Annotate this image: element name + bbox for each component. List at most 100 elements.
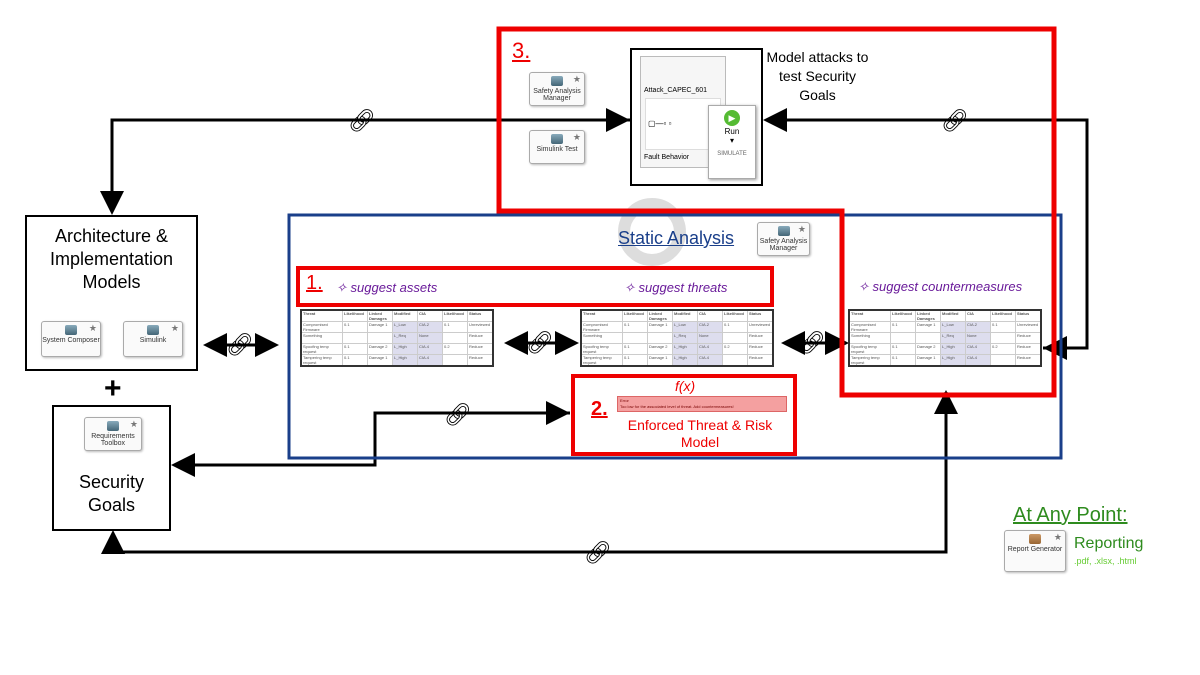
table-cell[interactable]: Tampering temp request xyxy=(848,354,891,367)
simulink-tool[interactable]: Simulink★ xyxy=(123,321,183,357)
table-cell[interactable]: None xyxy=(697,332,723,344)
table-cell[interactable]: CIA.4 xyxy=(965,343,991,355)
table-cell[interactable]: Damage 1 xyxy=(647,321,673,333)
table-cell[interactable]: 0.1 xyxy=(342,354,368,367)
table-cell[interactable] xyxy=(915,332,941,344)
table-cell[interactable]: None xyxy=(965,332,991,344)
table-cell[interactable]: CIA.4 xyxy=(697,354,723,367)
table-cell[interactable]: CIA.4 xyxy=(417,343,443,355)
table-cell[interactable] xyxy=(990,354,1016,367)
table-cell[interactable]: Something xyxy=(848,332,891,344)
run-button[interactable]: Run xyxy=(724,127,740,136)
table-cell[interactable]: Unreviewed xyxy=(467,321,494,333)
table-cell[interactable]: 0.1 xyxy=(622,321,648,333)
suggest-countermeasures[interactable]: ✧ suggest countermeasures xyxy=(858,279,1023,294)
requirements-toolbox-tool[interactable]: Requirements Toolbox★ xyxy=(84,417,142,451)
table-cell[interactable]: Unreviewed xyxy=(747,321,774,333)
table-cell[interactable]: 0.1 xyxy=(442,321,468,333)
table-cell[interactable]: Something xyxy=(580,332,623,344)
system-composer-tool[interactable]: System Composer★ xyxy=(41,321,101,357)
run-icon[interactable]: ▶ xyxy=(724,110,740,126)
table-cell[interactable]: 0.2 xyxy=(990,343,1016,355)
table-cell[interactable]: Damage 1 xyxy=(647,354,673,367)
table-cell[interactable]: Damage 1 xyxy=(367,321,393,333)
table-cell[interactable]: Damage 1 xyxy=(367,354,393,367)
table-cell[interactable] xyxy=(622,332,648,344)
table-cell[interactable]: Spoofing temp request xyxy=(300,343,343,355)
table-cell[interactable]: L_Low xyxy=(940,321,966,333)
table-cell[interactable]: CIA.4 xyxy=(417,354,443,367)
table-cell[interactable]: L_High xyxy=(672,354,698,367)
table-cell[interactable]: L_High xyxy=(392,343,418,355)
table-cell[interactable]: L_Req xyxy=(672,332,698,344)
table-cell[interactable] xyxy=(342,332,368,344)
table-cell[interactable]: Reduce xyxy=(1015,354,1042,367)
table-cell[interactable] xyxy=(442,332,468,344)
table-cell[interactable]: Reduce xyxy=(1015,343,1042,355)
table-cell[interactable]: Damage 1 xyxy=(915,354,941,367)
table-cell[interactable]: 0.1 xyxy=(622,343,648,355)
table-cell[interactable]: L_High xyxy=(672,343,698,355)
table-cell[interactable]: L_Req xyxy=(940,332,966,344)
table-cell[interactable]: L_High xyxy=(940,354,966,367)
table-cell[interactable]: 0.1 xyxy=(342,321,368,333)
table-cell[interactable]: Reduce xyxy=(467,332,494,344)
table-cell[interactable]: Damage 2 xyxy=(647,343,673,355)
table-cell[interactable]: 0.1 xyxy=(722,321,748,333)
table-cell[interactable]: 0.2 xyxy=(442,343,468,355)
table-cell[interactable]: Compromised Firmware xyxy=(848,321,891,333)
safety-analysis-manager-tool[interactable]: Safety Analysis Manager★ xyxy=(529,72,585,106)
table-cell[interactable]: Tampering temp request xyxy=(580,354,623,367)
suggest-threats[interactable]: ✧ suggest threats xyxy=(624,280,728,295)
table-cell[interactable] xyxy=(722,354,748,367)
table-cell[interactable]: Spoofing temp request xyxy=(848,343,891,355)
suggest-assets[interactable]: ✧ suggest assets xyxy=(336,280,438,295)
table-cell[interactable]: Reduce xyxy=(747,332,774,344)
table-cell[interactable]: CIA.2 xyxy=(965,321,991,333)
table-cell[interactable]: L_High xyxy=(392,354,418,367)
static-safety-analysis-manager-tool[interactable]: Safety Analysis Manager★ xyxy=(757,222,810,256)
table-cell[interactable]: L_High xyxy=(940,343,966,355)
report-generator-tool[interactable]: Report Generator★ xyxy=(1004,530,1066,572)
table-cell[interactable]: L_Low xyxy=(392,321,418,333)
table-cell[interactable]: Damage 2 xyxy=(915,343,941,355)
table-cell[interactable]: Reduce xyxy=(467,354,494,367)
table-cell[interactable] xyxy=(990,332,1016,344)
table-cell[interactable] xyxy=(890,332,916,344)
table-cell[interactable]: 0.1 xyxy=(342,343,368,355)
table-cell[interactable]: CIA.4 xyxy=(697,343,723,355)
table-cell[interactable]: 0.2 xyxy=(722,343,748,355)
table-cell[interactable]: Spoofing temp request xyxy=(580,343,623,355)
simulink-test-tool[interactable]: Simulink Test★ xyxy=(529,130,585,164)
table-cell[interactable]: 0.1 xyxy=(890,321,916,333)
table-cell[interactable] xyxy=(647,332,673,344)
table-cell[interactable]: CIA.2 xyxy=(697,321,723,333)
table-cell[interactable] xyxy=(442,354,468,367)
table-cell[interactable]: Something xyxy=(300,332,343,344)
table-cell[interactable]: 0.1 xyxy=(890,354,916,367)
table-cell[interactable]: 0.1 xyxy=(622,354,648,367)
table-cell[interactable]: 0.1 xyxy=(890,343,916,355)
dropdown-icon[interactable]: ▾ xyxy=(729,136,734,145)
fault-behavior-tab[interactable]: Fault Behavior xyxy=(644,154,690,161)
table-cell[interactable]: Damage 1 xyxy=(915,321,941,333)
table-cell[interactable]: None xyxy=(417,332,443,344)
table-cell[interactable]: L_Low xyxy=(672,321,698,333)
table-cell[interactable]: Reduce xyxy=(747,343,774,355)
table-cell[interactable]: Damage 2 xyxy=(367,343,393,355)
table-cell[interactable]: CIA.4 xyxy=(965,354,991,367)
table-cell[interactable]: 0.1 xyxy=(990,321,1016,333)
table-cell[interactable] xyxy=(367,332,393,344)
